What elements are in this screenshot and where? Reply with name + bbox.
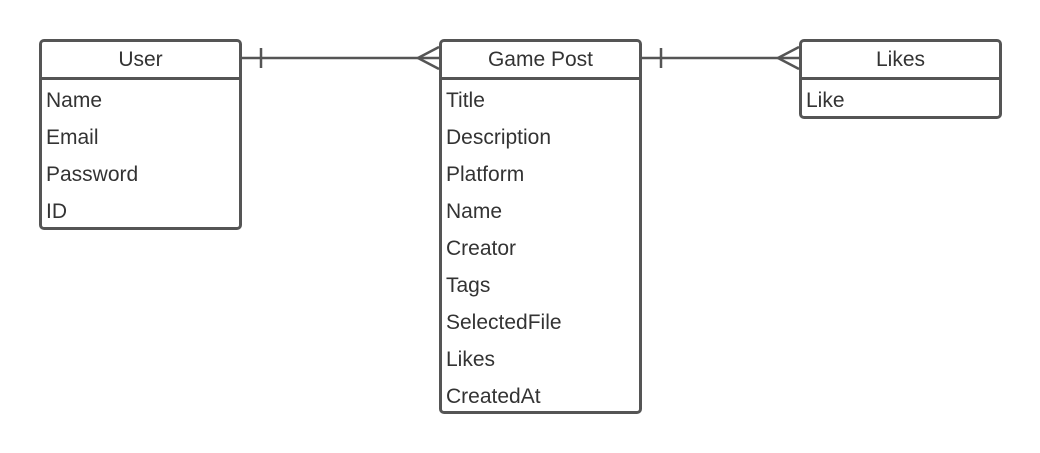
entity-fields: Name Email Password ID (42, 80, 239, 230)
entity-fields: Title Description Platform Name Creator … (442, 80, 639, 415)
entity-field: CreatedAt (446, 385, 541, 408)
entity-field: Password (46, 163, 139, 186)
relationship-user-game-post (242, 45, 440, 71)
entity-field: Description (446, 126, 552, 149)
relationship-game-post-likes (642, 45, 800, 71)
crow-foot-lower (777, 56, 800, 71)
entity-field: Title (446, 89, 485, 112)
entity-title: User (42, 42, 239, 80)
entity-title: Likes (802, 42, 999, 80)
crow-foot-lower (417, 56, 440, 71)
entity-field: SelectedFile (446, 311, 562, 334)
entity-game-post[interactable]: Game Post Title Description Platform Nam… (439, 39, 642, 414)
entity-fields: Like (802, 80, 999, 119)
crow-foot-upper (417, 45, 440, 60)
entity-field: Tags (446, 274, 491, 297)
entity-field: Name (46, 89, 103, 112)
entity-field: Creator (446, 237, 517, 260)
crow-foot-upper (777, 45, 800, 60)
entity-field: Email (46, 126, 99, 149)
entity-field: ID (46, 200, 67, 223)
entity-title: Game Post (442, 42, 639, 80)
entity-field: Likes (446, 348, 496, 371)
entity-field: Name (446, 200, 503, 223)
entity-user[interactable]: User Name Email Password ID (39, 39, 242, 230)
entity-likes[interactable]: Likes Like (799, 39, 1002, 119)
entity-field: Like (806, 89, 845, 112)
entity-field: Platform (446, 163, 525, 186)
